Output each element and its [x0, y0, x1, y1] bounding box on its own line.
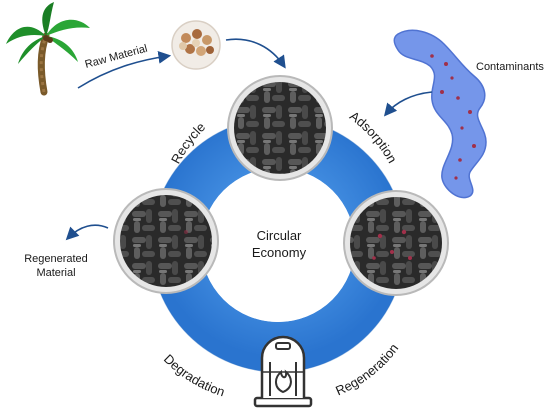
arrow-to-regenerated-material — [65, 224, 109, 241]
palm-tree-icon — [6, 2, 90, 96]
arrow-contaminants-to-adsorption — [383, 91, 433, 117]
arrow-raw-to-seeds — [77, 51, 172, 89]
label-regenerated-line2: Material — [36, 267, 75, 279]
center-title-line2: Economy — [252, 245, 307, 260]
contaminated-water-icon — [393, 29, 487, 199]
center-title-line1: Circular — [257, 228, 302, 243]
activated-carbon-icon — [113, 188, 219, 294]
arrow-seeds-to-carbon — [225, 38, 286, 69]
label-raw-material: Raw Material — [84, 43, 149, 71]
contaminated-carbon-icon — [343, 190, 449, 296]
seed-pile-icon — [171, 20, 221, 70]
furnace-flame-icon — [253, 335, 313, 408]
activated-carbon-icon — [227, 75, 333, 181]
label-regenerated-line1: Regenerated — [24, 253, 88, 265]
label-contaminants: Contaminants — [476, 61, 544, 73]
stage-label-degradation: Degradation — [161, 351, 227, 399]
